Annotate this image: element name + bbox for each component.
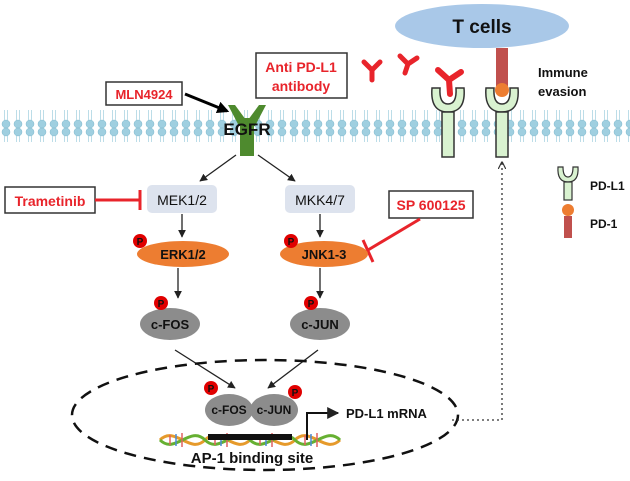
pdl1-receptor-bound [485,87,519,158]
cfos-phospho-label: P [158,299,165,310]
jnk-label: JNK1-3 [302,247,347,262]
cjun-phospho [304,296,318,310]
mln4924-label: MLN4924 [115,87,173,102]
antibody-icon-1 [361,59,383,83]
cfos-oval [140,308,200,340]
complex-cfos-oval [205,394,253,426]
ap1-label: AP-1 binding site [191,450,314,467]
sp600125-inhibition [367,217,421,252]
tcell-ellipse [395,4,569,48]
pd1-head [495,83,509,97]
transcription-arrow [306,407,340,440]
mek-box [147,185,217,213]
mln4924-box [105,81,183,106]
trametinib-label: Trametinib [15,193,86,209]
mln4924-arrow [184,92,230,113]
immune-evasion-label-2: evasion [538,84,586,99]
anti-pdl1-box [255,52,348,99]
mkk-box [285,185,355,213]
egfr-receptor [228,105,266,156]
egfr-to-mek-arrow [199,154,237,182]
immune-evasion-label-1: Immune [538,65,588,80]
cfos-phospho [154,296,168,310]
sp600125-box [388,190,474,219]
legend-pd1-label: PD-1 [590,217,618,231]
antibody-icon-bound [435,67,464,97]
jnk-phospho [284,234,298,248]
sp600125-inhibition-bar [361,239,375,263]
complex-cjun-phospho-label: P [292,388,299,399]
jnk-phospho-label: P [288,237,295,248]
erk-phospho [133,234,147,248]
legend-pd1-head [562,204,574,216]
egfr-label: EGFR [223,120,270,139]
cjun-to-complex-arrow [267,349,319,389]
cfos-to-complex-arrow [174,349,236,389]
egfr-to-mkk-arrow [257,154,296,182]
sp600125-label: SP 600125 [396,197,465,213]
legend-pdl1-icon [557,166,579,201]
cjun-label: c-JUN [301,317,339,332]
pdl1-mrna-label: PD-L1 mRNA [346,406,428,421]
mrna-to-pdl1-dotted-arrow [452,163,502,421]
cjun-oval [290,308,350,340]
mek-label: MEK1/2 [157,192,207,208]
tcells-label: T cells [452,17,511,38]
complex-cjun-phospho [288,385,302,399]
nucleus-outline [70,358,460,472]
cfos-label: c-FOS [151,317,190,332]
cell-membrane [0,110,630,142]
complex-cjun-oval [250,394,298,426]
complex-cfos-phospho-label: P [208,384,215,395]
pd1-stem [496,48,508,86]
legend-pdl1-label: PD-L1 [590,179,625,193]
erk-label: ERK1/2 [160,247,206,262]
anti-pdl1-label-1: Anti PD-L1 [265,59,337,75]
pdl1-receptor-blocked [431,87,465,158]
ap1-binding-bar [208,434,292,440]
mkk-label: MKK4/7 [295,192,345,208]
legend-pd1-stem [564,216,572,238]
erk-oval [137,241,229,267]
cjun-phospho-label: P [308,299,315,310]
antibody-icon-2 [397,53,420,76]
complex-cjun-label: c-JUN [257,403,292,417]
erk-phospho-label: P [137,237,144,248]
complex-cfos-label: c-FOS [211,403,246,417]
complex-cfos-phospho [204,381,218,395]
jnk-oval [280,241,368,267]
anti-pdl1-label-2: antibody [272,78,331,94]
